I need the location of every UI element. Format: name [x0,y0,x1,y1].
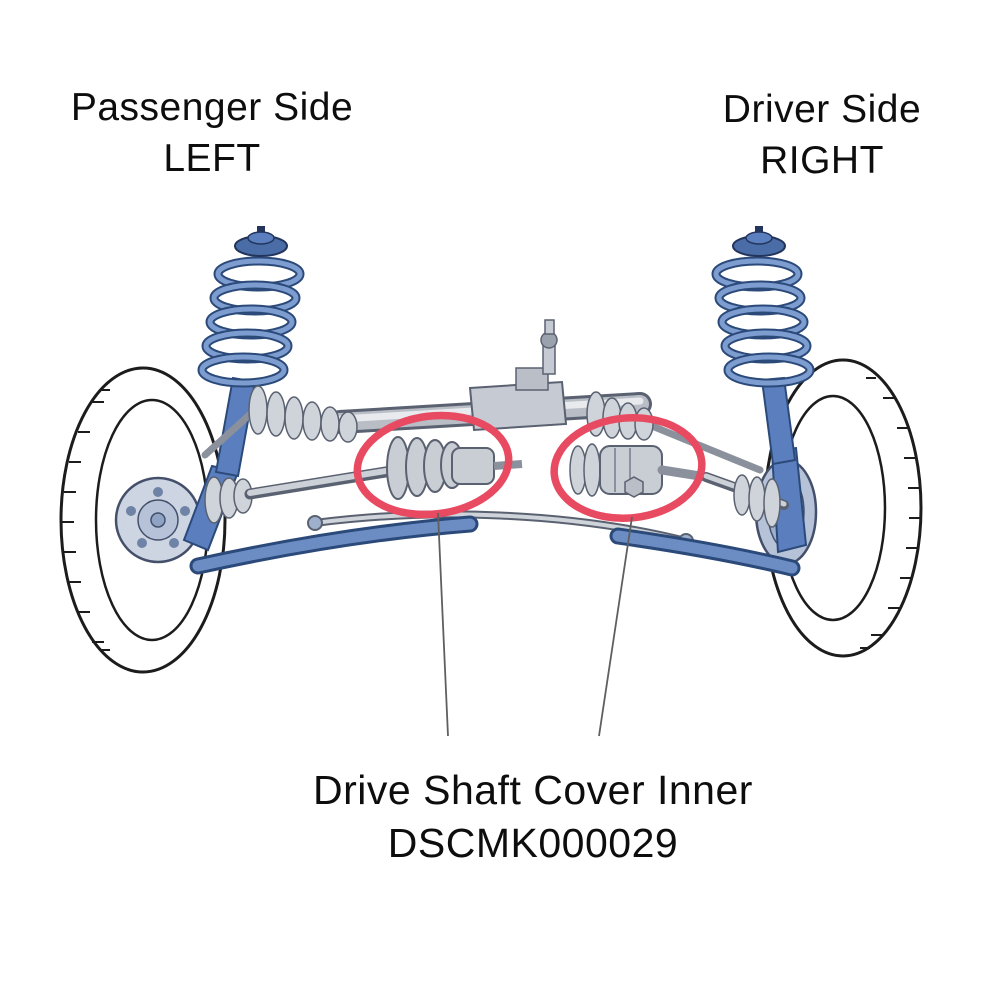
driver-side-text: Driver Side [722,88,922,131]
left-brake-hub [114,476,202,564]
left-rack-boot [248,385,358,443]
left-tire-tread [62,389,110,651]
right-drive-shaft [569,443,789,528]
passenger-side-label: Passenger Side LEFT [30,82,394,185]
driver-side-label: Driver Side RIGHT [668,84,976,187]
left-inner-boot [386,436,523,500]
lower-control-arms [189,510,801,577]
pointer-line-right [598,516,633,737]
part-label: Drive Shaft Cover Inner DSCMK000029 [218,764,848,871]
left-drive-shaft [204,436,523,524]
right-text: RIGHT [760,139,884,183]
part-number-text: DSCMK000029 [387,820,679,867]
left-text: LEFT [163,137,261,181]
pointer-line-left [437,512,449,737]
part-name-text: Drive Shaft Cover Inner [313,767,753,813]
pointer-lines [437,512,633,737]
right-tire-tread [860,377,921,649]
passenger-side-text: Passenger Side [70,86,354,129]
right-inner-joint [569,443,663,498]
right-wheel [754,358,923,658]
left-outer-boot [204,476,253,524]
right-outer-boot [733,474,781,528]
right-strut [716,226,810,554]
highlight-circle-left [353,411,513,519]
